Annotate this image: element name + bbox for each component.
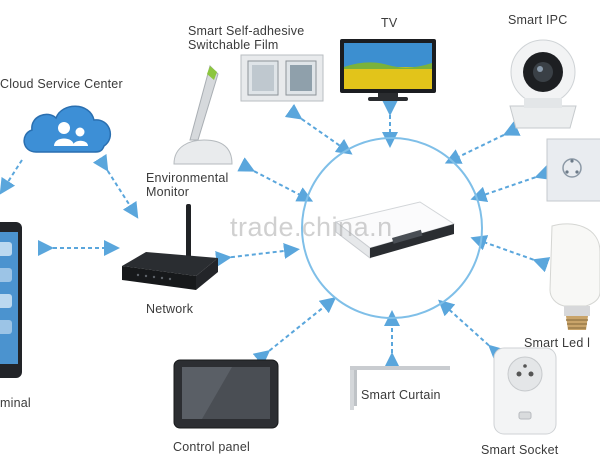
arrow-cloud-terminal: [0, 159, 23, 195]
arrow-led-hub: [470, 235, 551, 273]
control-panel-tablet-icon: [172, 358, 280, 430]
smart-socket-icon: [488, 344, 562, 438]
arrow-ipc-hub: [444, 121, 521, 164]
cloud-node: [18, 98, 118, 156]
env-label-line2: Monitor: [146, 185, 190, 199]
env-label-line1: Environmental: [146, 171, 229, 185]
led-bulb-icon: [542, 222, 600, 334]
cloud-label: Cloud Service Center: [0, 77, 123, 91]
watermark: trade.china.n: [230, 212, 393, 242]
arrow-panel-hub: [252, 296, 337, 367]
led-label: Smart Led l: [524, 336, 591, 350]
terminal-label: minal: [0, 396, 31, 410]
gateway-hub-icon: [328, 194, 458, 264]
tv-icon: [338, 37, 438, 103]
cloud-icon: [23, 105, 112, 153]
environmental-monitor-icon: [170, 60, 236, 168]
arrow-network-hub: [215, 242, 300, 267]
control-panel-label: Control panel: [173, 440, 250, 454]
film-panels-icon: [240, 54, 324, 102]
ipc-label: Smart IPC: [508, 13, 568, 27]
ip-camera-icon: [500, 32, 586, 132]
hub-ring: [301, 137, 483, 319]
arrow-cloud-network: [92, 153, 139, 219]
arrow-switch-hub: [470, 164, 553, 202]
curtain-label: Smart Curtain: [361, 388, 441, 402]
network-label: Network: [146, 302, 194, 316]
socket-label: Smart Socket: [481, 443, 559, 457]
film-label-line1: Smart Self-adhesive: [188, 24, 305, 38]
film-label-line2: Switchable Film: [188, 38, 279, 52]
router-icon: [118, 200, 222, 296]
tv-label: TV: [381, 16, 398, 30]
curtain-track-icon: [342, 364, 452, 414]
arrow-film-hub: [284, 103, 353, 155]
arrow-socket-hub: [438, 299, 506, 362]
wall-switch-icon: [546, 138, 600, 202]
arrow-env-hub: [237, 157, 314, 202]
smartphone-icon: [0, 222, 24, 380]
